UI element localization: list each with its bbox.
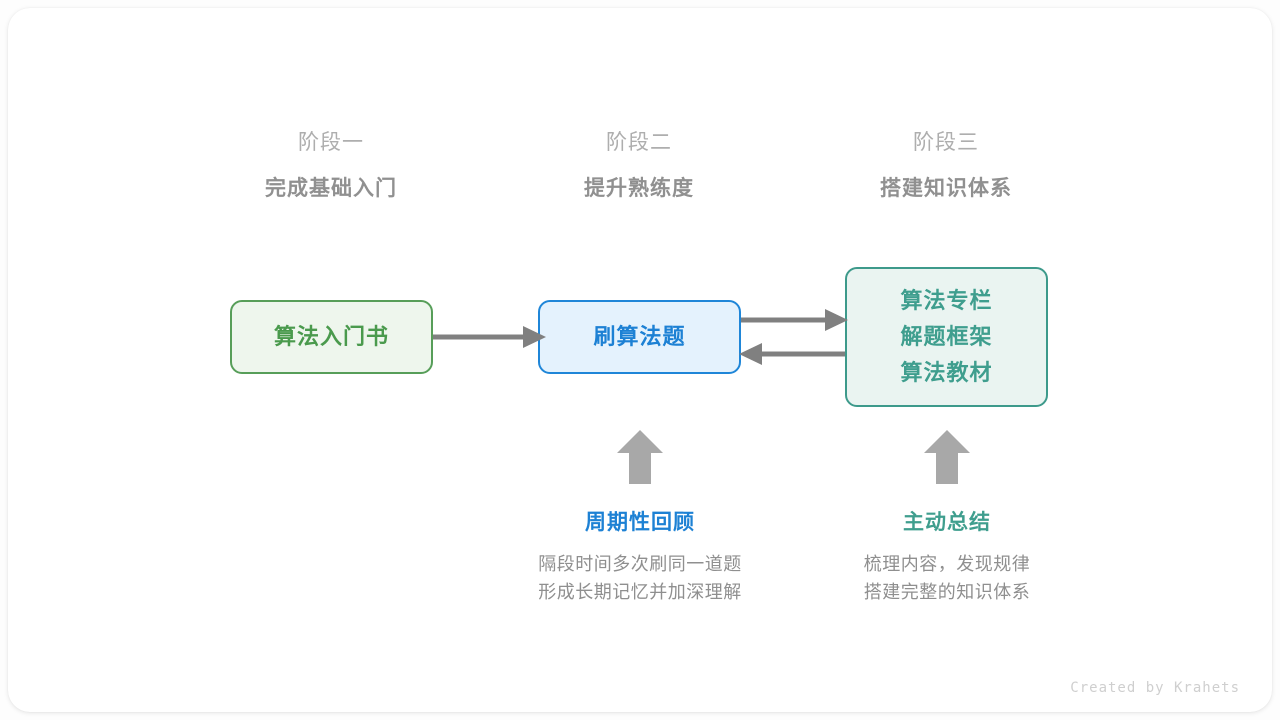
stage-header-3: 阶段三 搭建知识体系 [796, 128, 1096, 204]
note-summary-desc-2: 搭建完整的知识体系 [863, 582, 1031, 602]
arrow-system-to-practice [739, 343, 845, 365]
note-periodic-review: 周期性回顾 隔段时间多次刷同一道题 形成长期记忆并加深理解 [460, 508, 820, 606]
stage-3-title: 搭建知识体系 [880, 177, 1012, 200]
node-algorithm-intro-book[interactable]: 算法入门书 [230, 300, 433, 374]
arrow-summary-up [924, 430, 970, 484]
arrow-book-to-practice [433, 326, 546, 348]
node-system-line-1: 算法专栏 [900, 288, 993, 313]
stage-2-title: 提升熟练度 [584, 177, 694, 200]
node-book-label: 算法入门书 [273, 324, 389, 349]
node-system-line-3: 算法教材 [900, 360, 993, 385]
node-system-line-2: 解题框架 [900, 324, 993, 349]
note-review-desc-2: 形成长期记忆并加深理解 [538, 582, 742, 602]
stage-1-phase: 阶段一 [298, 131, 364, 154]
arrow-review-up [617, 430, 663, 484]
stage-1-title: 完成基础入门 [265, 177, 397, 200]
note-active-summary: 主动总结 梳理内容，发现规律 搭建完整的知识体系 [767, 508, 1127, 606]
note-summary-title: 主动总结 [903, 511, 991, 534]
node-practice-label: 刷算法题 [593, 324, 686, 349]
arrow-practice-to-system [741, 309, 848, 331]
note-review-desc-1: 隔段时间多次刷同一道题 [538, 554, 742, 574]
stage-2-phase: 阶段二 [606, 131, 672, 154]
footer-credit: Created by Krahets [1070, 680, 1240, 696]
node-knowledge-system[interactable]: 算法专栏 解题框架 算法教材 [845, 267, 1048, 407]
note-summary-desc-1: 梳理内容，发现规律 [863, 554, 1031, 574]
stage-header-1: 阶段一 完成基础入门 [181, 128, 481, 204]
stage-header-2: 阶段二 提升熟练度 [489, 128, 789, 204]
stage-3-phase: 阶段三 [913, 131, 979, 154]
note-review-title: 周期性回顾 [585, 511, 695, 534]
